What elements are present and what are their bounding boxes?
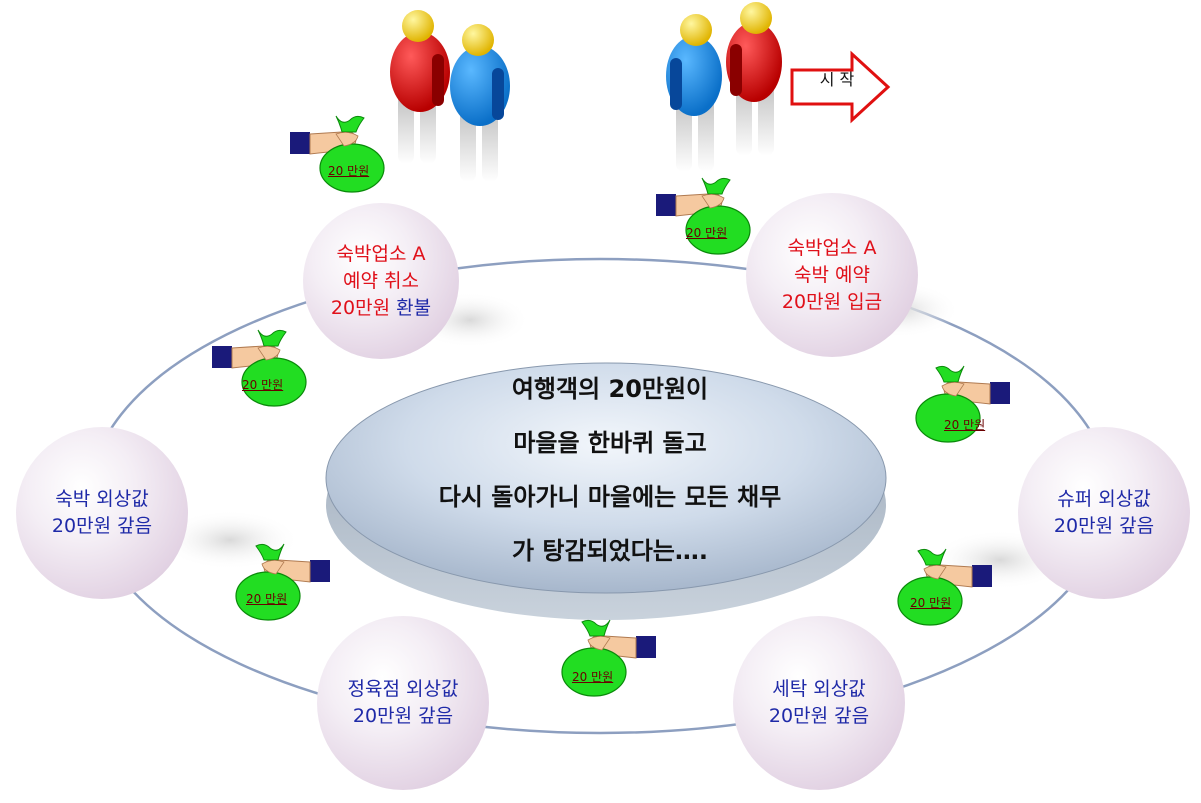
start-label: 시 작 xyxy=(819,70,855,89)
node-line: 숙박 예약 xyxy=(794,263,870,286)
node-line: 숙박업소 A xyxy=(336,242,426,265)
node-line: 20만원 갚음 xyxy=(352,705,454,727)
node-lodging-debt: 숙박 외상값 20만원 갚음 xyxy=(16,427,188,599)
money-bag-label: 20 만원 xyxy=(686,226,728,240)
center-line: 가 탕감되었다는…. xyxy=(511,537,709,565)
money-bag-label: 20 만원 xyxy=(572,670,614,684)
node-text: 환불 xyxy=(396,296,432,319)
center-line: 여행객의 20만원이 xyxy=(511,375,709,403)
travelers-left-icon xyxy=(390,10,510,182)
money-bag-label: 20 만원 xyxy=(328,164,370,178)
center-message: 여행객의 20만원이 마을을 한바퀴 돌고 다시 돌아가니 마을에는 모든 채무… xyxy=(330,362,890,578)
node-super-debt: 슈퍼 외상값 20만원 갚음 xyxy=(1018,427,1190,599)
node-lodging-reserve: 숙박업소 A 숙박 예약 20만원 입금 xyxy=(746,193,918,357)
node-line: 예약 취소 xyxy=(343,269,419,292)
node-line: 세탁 외상값 xyxy=(772,678,866,700)
center-platter xyxy=(325,362,887,594)
node-line: 슈퍼 외상값 xyxy=(1057,488,1151,510)
center-line: 마을을 한바퀴 돌고 xyxy=(513,429,707,457)
money-bag-label: 20 만원 xyxy=(242,378,284,392)
node-text: 20만원 xyxy=(330,296,397,319)
node-line: 숙박업소 A xyxy=(787,236,877,259)
node-line: 정육점 외상값 xyxy=(347,678,459,700)
money-bag-label: 20 만원 xyxy=(944,418,986,432)
money-bag-label: 20 만원 xyxy=(910,596,952,610)
node-butcher-debt: 정육점 외상값 20만원 갚음 xyxy=(317,616,489,790)
node-line: 숙박 외상값 xyxy=(55,488,149,510)
node-line: 20만원 환불 xyxy=(331,295,431,322)
node-lodging-cancel: 숙박업소 A 예약 취소 20만원 환불 xyxy=(303,203,459,359)
node-line: 20만원 입금 xyxy=(781,290,883,313)
center-line: 다시 돌아가니 마을에는 모든 채무 xyxy=(438,483,782,511)
node-line: 20만원 갚음 xyxy=(51,515,153,537)
node-line: 20만원 갚음 xyxy=(1053,515,1155,537)
node-laundry-debt: 세탁 외상값 20만원 갚음 xyxy=(733,616,905,790)
node-line: 20만원 갚음 xyxy=(768,705,870,727)
money-bag-label: 20 만원 xyxy=(246,592,288,606)
start-arrow-icon xyxy=(790,50,891,124)
travelers-right-icon xyxy=(666,2,782,172)
